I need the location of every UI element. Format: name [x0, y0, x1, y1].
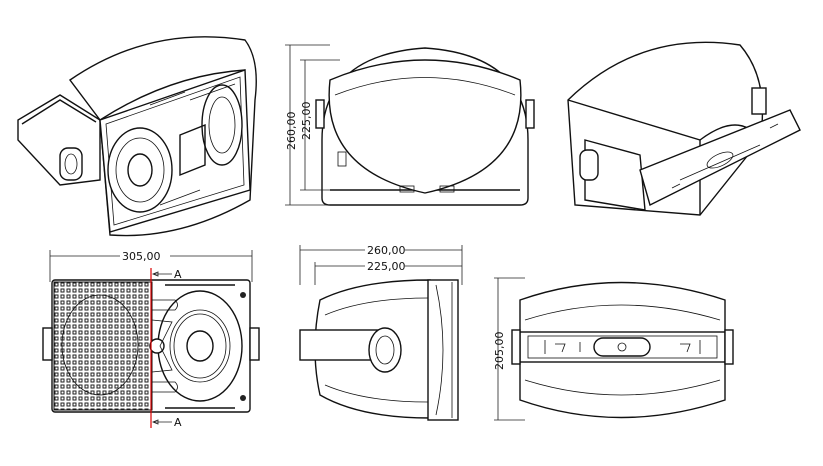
depth-body-dimension: 225,00 [367, 260, 406, 273]
rear-view: 205,00 [493, 277, 734, 421]
depth-overall-dimension: 260,00 [367, 244, 406, 257]
front-elevation-view: 260,00 225,00 [285, 44, 535, 206]
side-view: 260,00 225,00 [299, 244, 463, 421]
front-grille-view: 305,00 A A [42, 250, 260, 429]
height-overall-dimension: 260,00 [285, 112, 298, 151]
section-mark-top: A [174, 268, 182, 281]
isometric-front-view [17, 36, 257, 237]
rear-height-dimension: 205,00 [493, 332, 506, 371]
section-mark-bottom: A [174, 416, 182, 429]
height-body-dimension: 225,00 [300, 102, 313, 141]
width-dimension: 305,00 [122, 250, 161, 263]
isometric-rear-view [567, 41, 801, 216]
